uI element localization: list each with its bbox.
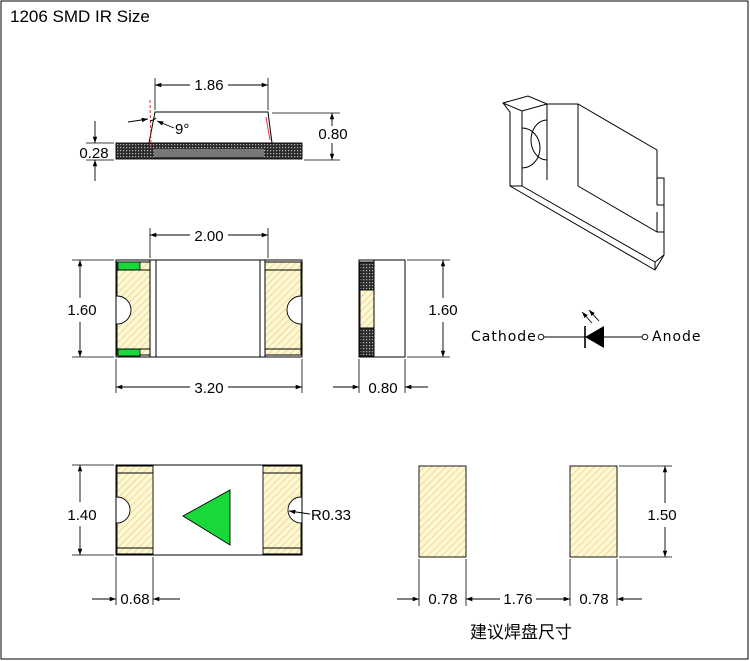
iso-edge bbox=[577, 185, 658, 233]
emission-arrow-icon bbox=[581, 311, 593, 324]
side-view: 9° 1.86 0.80 0.28 bbox=[79, 77, 348, 181]
anode-terminal bbox=[641, 333, 649, 341]
dim-notch-radius: R0.33 bbox=[311, 507, 351, 524]
end-view: 1.60 0.80 bbox=[333, 259, 458, 397]
iso-notch-inner bbox=[530, 119, 548, 161]
drawing-title: 1206 SMD IR Size bbox=[10, 7, 150, 26]
side-substrate-center bbox=[154, 149, 264, 157]
top-pad-right bbox=[264, 261, 302, 356]
dim-end-thickness: 0.80 bbox=[368, 380, 397, 397]
isometric-view bbox=[502, 95, 665, 271]
schematic-symbol: Cathode Anode bbox=[471, 309, 702, 348]
dim-substrate: 0.28 bbox=[79, 145, 108, 162]
dim-lens-length: 2.00 bbox=[194, 228, 223, 245]
angle-label: 9° bbox=[175, 121, 189, 138]
iso-edge bbox=[654, 254, 665, 263]
side-reference-line bbox=[149, 99, 152, 148]
bottom-pad-left bbox=[116, 465, 154, 555]
dim-pad-length: 0.68 bbox=[120, 591, 149, 608]
iso-edge bbox=[521, 185, 656, 263]
iso-outline bbox=[502, 95, 665, 271]
dim-footprint-gap: 1.76 bbox=[503, 591, 532, 608]
footprint-caption: 建议焊盘尺寸 bbox=[470, 623, 572, 643]
dim-top-length: 1.86 bbox=[194, 77, 223, 94]
recommended-pads: 1.50 0.78 1.76 0.78 建议焊盘尺寸 bbox=[397, 465, 677, 643]
footprint-pad-left bbox=[418, 465, 467, 558]
end-pad-middle bbox=[359, 289, 375, 329]
top-pad-left bbox=[116, 261, 151, 356]
end-pad-upper bbox=[359, 261, 375, 291]
side-lens bbox=[148, 111, 273, 144]
anode-label: Anode bbox=[652, 329, 702, 345]
dim-footprint-height: 1.50 bbox=[647, 507, 676, 524]
polarity-triangle-icon bbox=[182, 489, 231, 546]
dim-width: 1.60 bbox=[67, 302, 96, 319]
angle-pointer-left bbox=[127, 117, 149, 123]
dim-height: 0.80 bbox=[318, 126, 347, 143]
dim-footprint-left-width: 0.78 bbox=[428, 591, 457, 608]
dim-footprint-right-width: 0.78 bbox=[579, 591, 608, 608]
top-green-mark-lower bbox=[117, 348, 141, 357]
diode-triangle bbox=[585, 326, 604, 348]
dim-length: 3.20 bbox=[194, 380, 223, 397]
bottom-pad-right bbox=[262, 465, 302, 555]
top-green-mark-upper bbox=[117, 261, 141, 271]
angle-arc bbox=[149, 117, 157, 122]
emission-arrow-icon bbox=[588, 309, 600, 322]
dim-end-width: 1.60 bbox=[428, 302, 457, 319]
angle-leader bbox=[156, 120, 175, 129]
cathode-label: Cathode bbox=[471, 329, 537, 345]
footprint-pad-right bbox=[569, 465, 618, 558]
radius-leader bbox=[288, 509, 311, 515]
side-draft-line-right bbox=[265, 116, 271, 141]
dim-bottom-width: 1.40 bbox=[67, 507, 96, 524]
cathode-terminal bbox=[537, 333, 545, 341]
top-view: 2.00 1.60 3.20 bbox=[67, 228, 303, 397]
iso-notch-outer bbox=[521, 127, 541, 169]
bottom-view: R0.33 1.40 0.68 bbox=[67, 464, 351, 608]
end-pad-lower bbox=[359, 327, 375, 357]
